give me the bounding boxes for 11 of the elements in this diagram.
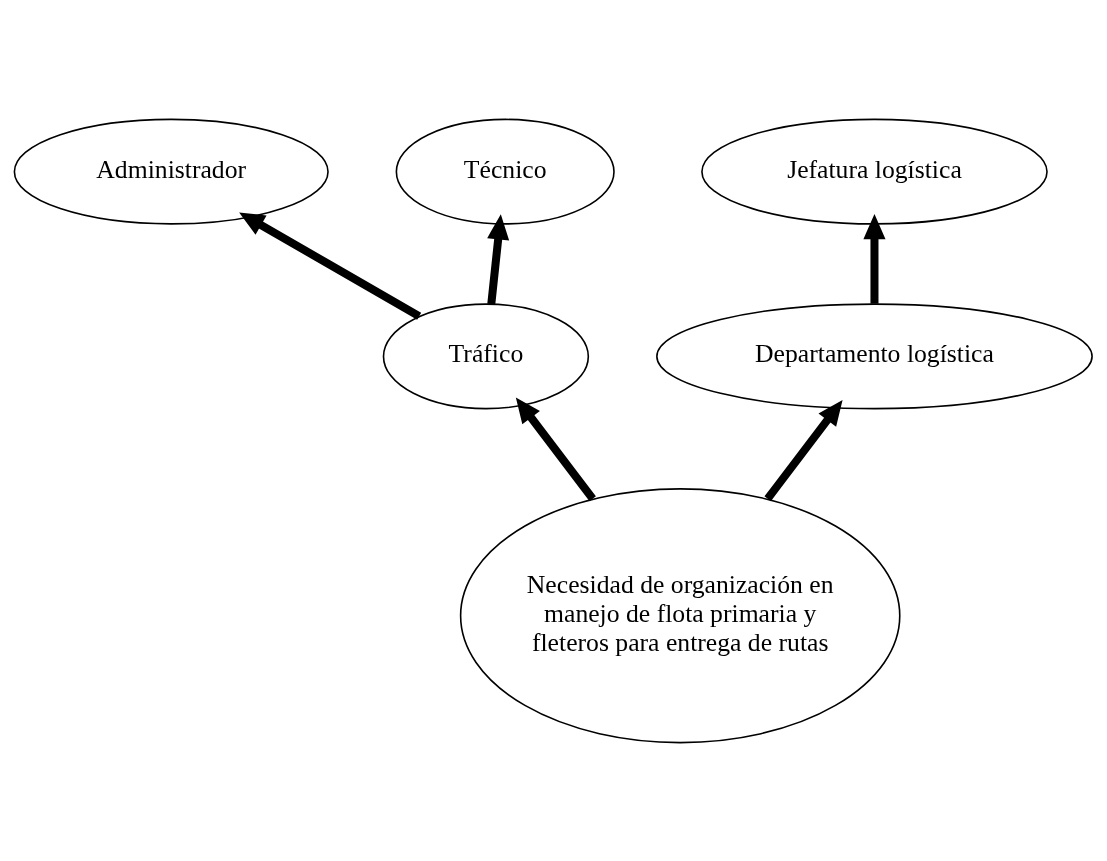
node-ellipse: Técnico <box>395 118 615 225</box>
arrow <box>515 396 596 501</box>
node-ellipse: Tráfico <box>382 302 590 409</box>
arrow <box>863 213 886 304</box>
node-ellipse: Jefatura logística <box>701 118 1048 225</box>
node-ellipse: Administrador <box>13 118 329 225</box>
node-ellipse: Departamento logística <box>656 302 1093 409</box>
node-ellipse: Necesidad de organización en manejo de flota primaria y fleteros para entrega de rutas <box>459 487 901 743</box>
arrow <box>764 399 843 501</box>
arrow <box>239 211 422 320</box>
arrow <box>487 213 510 305</box>
